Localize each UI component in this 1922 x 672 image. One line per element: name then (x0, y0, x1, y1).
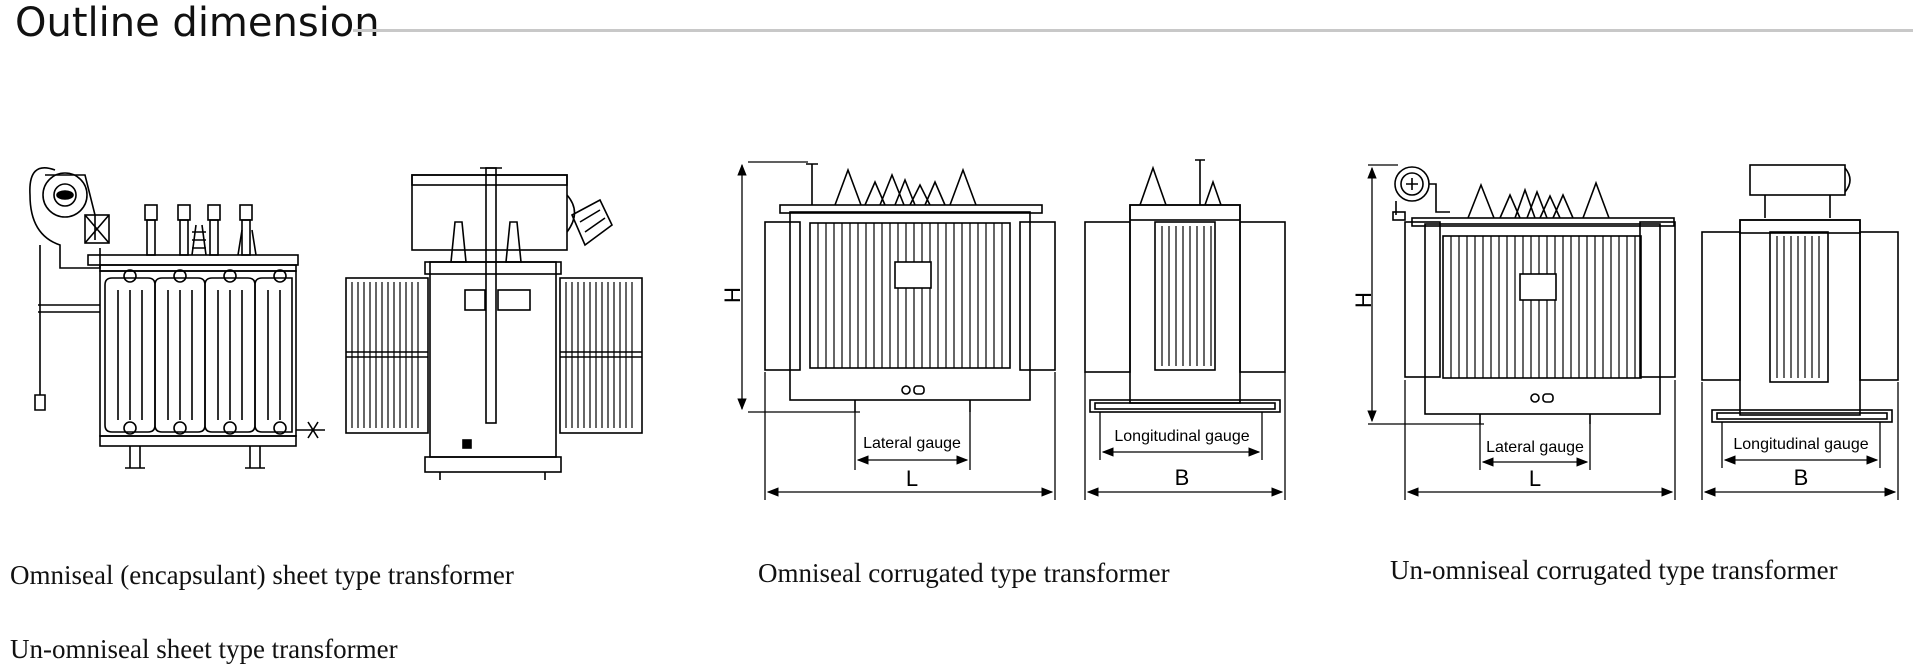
caption-sheet-omniseal: Omniseal (encapsulant) sheet type transf… (10, 560, 514, 590)
unomniseal-side-dimensions (1701, 382, 1899, 500)
unomniseal-front-dimensions (1367, 164, 1676, 500)
caption-sheet-unomniseal: Un-omniseal sheet type transformer (10, 634, 398, 664)
title-divider (353, 29, 1913, 32)
unomniseal-corrugated-front-drawing (1392, 166, 1676, 424)
lateral-gauge-label: Lateral gauge (863, 435, 961, 452)
omniseal-side-dimensions (1084, 372, 1286, 500)
height-label-h: H (720, 287, 745, 303)
unomniseal-corrugated-side-drawing (1701, 164, 1899, 423)
lateral-gauge-label-unomniseal: Lateral gauge (1486, 439, 1584, 456)
omniseal-front-dimensions (737, 161, 1056, 500)
section-title: Outline dimension (15, 0, 380, 46)
width-label-b: B (1175, 465, 1190, 490)
omniseal-corrugated-front-drawing (764, 163, 1056, 412)
bushings (144, 204, 257, 256)
height-label-h-unomniseal: H (1351, 292, 1376, 308)
longitudinal-gauge-label: Longitudinal gauge (1114, 428, 1249, 445)
width-label-b-unomniseal: B (1794, 465, 1809, 490)
omniseal-corrugated-side-drawing (1084, 159, 1286, 413)
length-label-l: L (906, 466, 918, 491)
caption-corrugated-unomniseal: Un-omniseal corrugated type transformer (1390, 555, 1838, 585)
length-label-l-unomniseal: L (1529, 466, 1541, 491)
caption-corrugated-omniseal: Omniseal corrugated type transformer (758, 558, 1170, 588)
sheet-transformer-front-drawing (29, 167, 325, 469)
sheet-transformer-side-drawing (345, 167, 643, 480)
longitudinal-gauge-label-unomniseal: Longitudinal gauge (1733, 436, 1868, 453)
